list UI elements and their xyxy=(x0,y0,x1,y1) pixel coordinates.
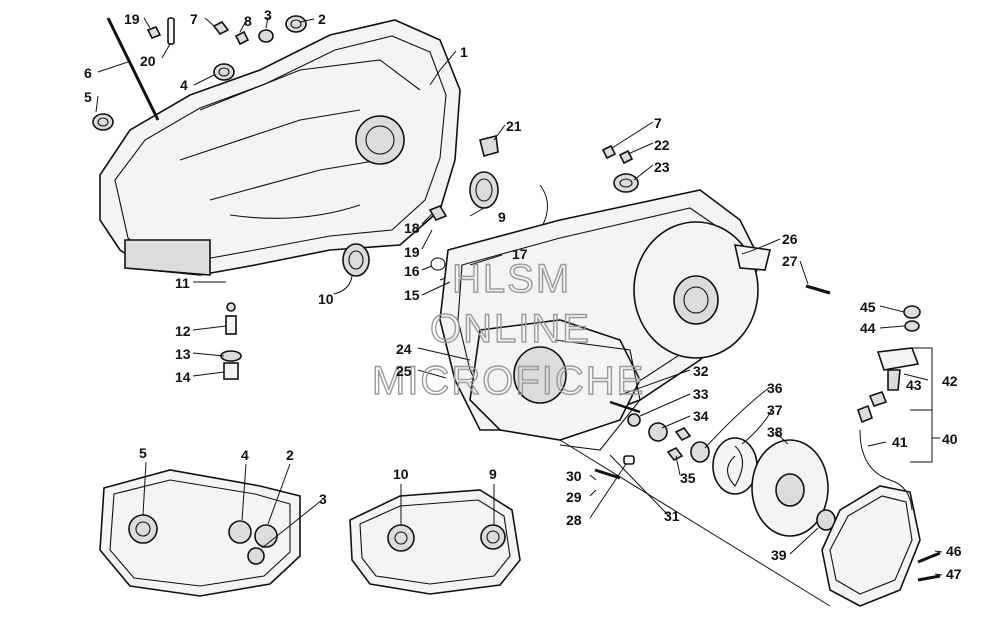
callout-16: 16 xyxy=(404,263,420,279)
callout-40: 40 xyxy=(942,431,958,447)
seal-4 xyxy=(213,63,235,81)
callout-12: 12 xyxy=(175,323,191,339)
bolt-8 xyxy=(234,30,250,46)
callout-47: 47 xyxy=(946,566,962,582)
callout-26: 26 xyxy=(782,231,798,247)
callout-33: 33 xyxy=(693,386,709,402)
callout-42: 42 xyxy=(942,373,958,389)
callout-13: 13 xyxy=(175,346,191,362)
leader-lines xyxy=(95,16,943,607)
callout-14: 14 xyxy=(175,369,191,385)
callout-46: 46 xyxy=(946,543,962,559)
callout-7: 7 xyxy=(190,11,198,27)
callout-23: 23 xyxy=(654,159,670,175)
callout-25: 25 xyxy=(396,363,412,379)
dowel-pin-20 xyxy=(167,17,175,45)
callout-6: 6 xyxy=(84,65,92,81)
callout-9-inset: 9 xyxy=(489,466,497,482)
callout-19-top: 19 xyxy=(124,11,140,27)
callout-2-inset: 2 xyxy=(286,447,294,463)
bearing-3 xyxy=(258,29,274,43)
bolts-46-47 xyxy=(917,551,941,582)
callout-36: 36 xyxy=(767,380,783,396)
callout-34: 34 xyxy=(693,408,709,424)
small-parts-7-22-23 xyxy=(601,144,639,193)
callout-43: 43 xyxy=(906,377,922,393)
watermark-line-1: HLSM xyxy=(452,257,571,301)
callout-15: 15 xyxy=(404,287,420,303)
callout-4: 4 xyxy=(180,77,188,93)
callout-5: 5 xyxy=(84,89,92,105)
callout-28: 28 xyxy=(566,512,582,528)
pin-28 xyxy=(623,455,635,465)
callout-24: 24 xyxy=(396,341,412,357)
bolt-19-top xyxy=(146,25,162,40)
callout-30: 30 xyxy=(566,468,582,484)
callout-10: 10 xyxy=(318,291,334,307)
callout-45: 45 xyxy=(860,299,876,315)
seal-2 xyxy=(285,15,307,33)
callout-32: 32 xyxy=(693,363,709,379)
bolt-27 xyxy=(805,284,831,295)
callout-31: 31 xyxy=(664,508,680,524)
callout-37: 37 xyxy=(767,402,783,418)
seal-10 xyxy=(342,243,370,277)
watermark-line-3: MICROFICHE xyxy=(372,359,645,403)
callout-20: 20 xyxy=(140,53,156,69)
callout-5-inset: 5 xyxy=(139,445,147,461)
starter-parts xyxy=(690,437,836,537)
callout-7-right: 7 xyxy=(654,115,662,131)
inset-case-view-right xyxy=(349,489,521,595)
seal-9 xyxy=(469,171,499,209)
callout-2: 2 xyxy=(318,11,326,27)
inset-case-view-left xyxy=(99,469,301,597)
bolt-7-top xyxy=(212,20,230,36)
callout-4-inset: 4 xyxy=(241,447,249,463)
bolt-29 xyxy=(594,468,621,480)
callout-39: 39 xyxy=(771,547,787,563)
callout-38: 38 xyxy=(767,424,783,440)
callout-35: 35 xyxy=(680,470,696,486)
callout-1: 1 xyxy=(460,44,468,60)
inner-cover xyxy=(469,319,641,451)
callout-41: 41 xyxy=(892,434,908,450)
callout-3: 3 xyxy=(264,7,272,23)
callout-21: 21 xyxy=(506,118,522,134)
drain-plug-assembly xyxy=(220,302,242,380)
callout-labels: 1 2 3 4 5 6 7 8 9 10 11 12 13 14 15 16 1… xyxy=(84,7,962,582)
callout-10-inset: 10 xyxy=(393,466,409,482)
crankcase-housing xyxy=(99,19,461,276)
stud-6 xyxy=(106,17,160,121)
starter-housing xyxy=(821,305,921,607)
callout-29: 29 xyxy=(566,489,582,505)
watermark: HLSM ONLINE MICROFICHE xyxy=(371,256,645,403)
callout-19: 19 xyxy=(404,244,420,260)
callout-27: 27 xyxy=(782,253,798,269)
watermark-line-2: ONLINE xyxy=(430,307,591,351)
callout-44: 44 xyxy=(860,320,876,336)
callout-11: 11 xyxy=(175,275,190,291)
seal-5 xyxy=(92,113,114,131)
callout-17: 17 xyxy=(512,246,528,262)
callout-9: 9 xyxy=(498,209,506,225)
callout-3-inset: 3 xyxy=(319,491,327,507)
callout-8: 8 xyxy=(244,13,252,29)
callout-22: 22 xyxy=(654,137,670,153)
callout-18: 18 xyxy=(404,220,420,236)
